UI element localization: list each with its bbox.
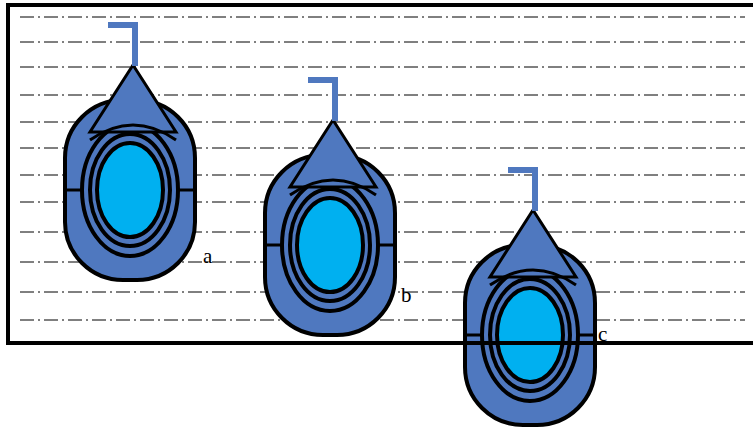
water-line [20,320,745,321]
water-line [20,17,745,18]
water-line [20,67,745,68]
part-letter: c [598,324,607,345]
part-letter: a [203,246,212,267]
water-line [20,42,745,43]
part-letter: b [401,285,412,306]
